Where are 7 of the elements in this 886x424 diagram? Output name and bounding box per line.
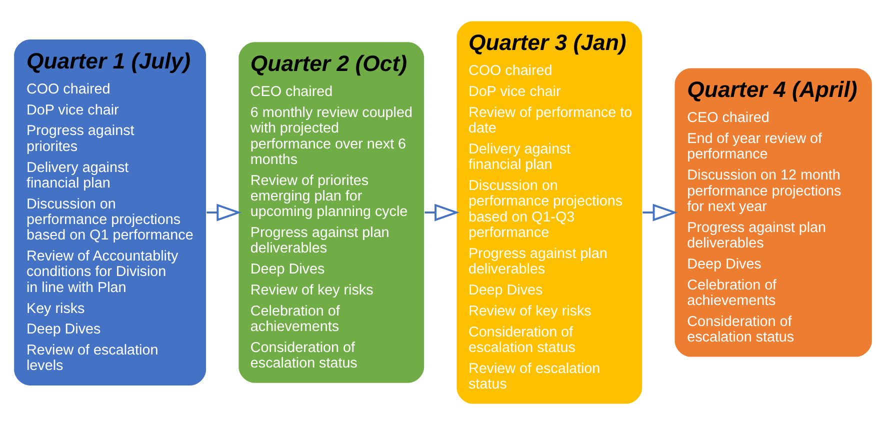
arrow [642,203,678,221]
arrow [206,203,242,221]
node-box: Quarter 2 (Oct) CEO chaired 6 monthly review coupled with projected performance over next 6 months Review of priorites emerging plan for upcoming planning cycle Progress against plan deliverables Deep Dives Review of key risks Celebration of achievements Consideration of escalation status [238,42,424,382]
node-box: Quarter 3 (Jan) COO chaired DoP vice chair Review of performance to date Delivery against financial plan Discussion on performance projections based on Q1-Q3 performance Progress against plan deliverables Deep Dives Review of key risks Consideration of escalation status Review of escalation status [456,20,642,404]
node-box: Quarter 1 (July) COO chaired DoP vice chair Progress against priorites Delivery against financial plan Discussion on performance projections based on Q1 performance Review of Accountablity conditions for Division in line with Plan Key risks Deep Dives Review of escalation levels [14,39,206,385]
node-box: Quarter 4 (April) CEO chaired End of year review of performance Discussion on 12 month performance projections for next year Progress against plan deliverables Deep Dives Celebration of achievements Consideration of escalation status [674,68,872,356]
arrow [424,203,460,221]
